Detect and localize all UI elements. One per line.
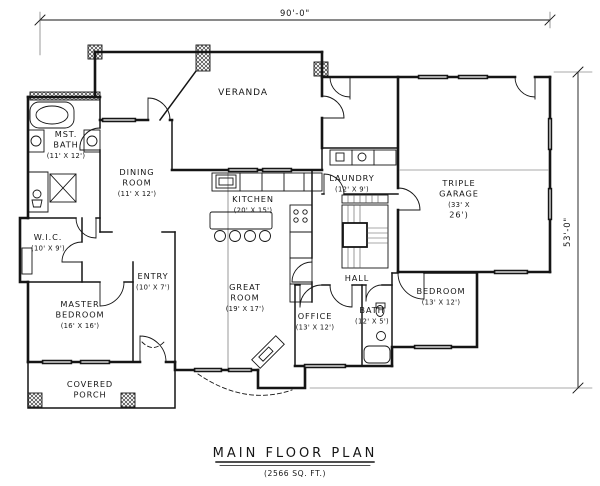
laundry-sink (335, 152, 345, 162)
island-stool (214, 230, 226, 242)
veranda-post (195, 44, 211, 72)
room-label-dining-room: ROOM (122, 178, 151, 188)
room-label-veranda: VERANDA (218, 88, 268, 98)
room-label-master-bedroom: MASTER (60, 299, 99, 309)
sink-left (30, 135, 42, 147)
room-label-bath: (12' X 5') (355, 318, 389, 326)
vanity-right (83, 129, 101, 153)
kitchen-island (209, 211, 273, 230)
room-label-laundry: (12' X 9') (335, 186, 369, 194)
room-label-kitchen: KITCHEN (232, 194, 274, 204)
island-stool (229, 230, 241, 242)
room-label-great-room: GREAT (229, 282, 261, 292)
title-block: MAIN FLOOR PLAN (2566 SQ. FT.) (213, 446, 378, 478)
kitchen-counter (211, 172, 323, 192)
room-label-laundry: LAUNDRY (329, 173, 374, 183)
stair-header (341, 194, 389, 204)
room-label-mst-bath: BATH (53, 140, 78, 150)
staircase (341, 204, 389, 269)
room-label-office: (13' X 12') (296, 324, 335, 332)
room-label-wic: (10' X 9') (31, 245, 65, 253)
room-label-dining-room: DINING (119, 167, 154, 177)
toilet-2 (375, 305, 385, 317)
room-label-great-room: ROOM (230, 293, 259, 303)
shower (49, 173, 77, 203)
fixtures (21, 91, 397, 369)
veranda-post (87, 44, 103, 60)
room-label-triple-garage: (33' X (448, 201, 470, 209)
room-label-triple-garage: TRIPLE (441, 178, 475, 188)
sink-right (86, 135, 98, 147)
room-label-kitchen: (20' X 15') (234, 207, 273, 215)
room-label-triple-garage: 26') (449, 210, 468, 220)
doors (61, 76, 536, 396)
plan-subtitle: (2566 SQ. FT.) (264, 469, 326, 478)
posts (27, 44, 329, 408)
room-label-entry: (10' X 7') (136, 284, 170, 292)
porch-post (27, 392, 43, 408)
room-label-covered-porch: PORCH (73, 390, 106, 400)
bathtub (29, 101, 75, 129)
right-dimension: 53'-0" (309, 66, 593, 394)
room-label-triple-garage: GARAGE (439, 189, 479, 199)
room-label-covered-porch: COVERED (67, 379, 113, 389)
right-dimension-label: 53'-0" (562, 217, 572, 247)
pantry-appliance-wall (289, 204, 313, 303)
room-label-bedroom: (13' X 12') (422, 299, 461, 307)
top-dimension-label: 90'-0" (280, 8, 310, 18)
veranda-post (313, 61, 329, 77)
vanity-left (27, 129, 45, 153)
stove (215, 174, 237, 189)
room-label-entry: ENTRY (138, 271, 169, 281)
room-label-master-bedroom: (16' X 16') (61, 322, 100, 330)
windows (41, 74, 553, 373)
tub-2 (363, 345, 391, 364)
room-label-great-room: (19' X 17') (226, 305, 265, 313)
closet-shelf (21, 247, 33, 275)
tub-deck-tile (29, 91, 101, 101)
stair-landing (342, 222, 368, 248)
interior-walls (19, 75, 549, 370)
island-stool (259, 230, 271, 242)
room-label-hall: HALL (345, 273, 369, 283)
room-label-mst-bath: MST. (55, 129, 78, 139)
bathtub-basin (35, 105, 69, 125)
sink-2 (376, 331, 386, 341)
toilet (32, 189, 42, 199)
island-stool (244, 230, 256, 242)
room-label-dining-room: (11' X 12') (118, 190, 157, 198)
plan-title: MAIN FLOOR PLAN (213, 446, 378, 461)
porch-post (120, 392, 136, 408)
room-label-bath: BATH (359, 305, 384, 315)
corner-fireplace (251, 335, 285, 369)
room-label-bedroom: BEDROOM (416, 286, 465, 296)
room-label-office: OFFICE (298, 311, 333, 321)
room-label-master-bedroom: BEDROOM (55, 310, 104, 320)
room-label-wic: W.I.C. (34, 232, 63, 242)
washer-dryer-counter (329, 149, 397, 166)
top-dimension: 90'-0" (34, 8, 556, 56)
room-label-mst-bath: (11' X 12') (47, 152, 86, 160)
